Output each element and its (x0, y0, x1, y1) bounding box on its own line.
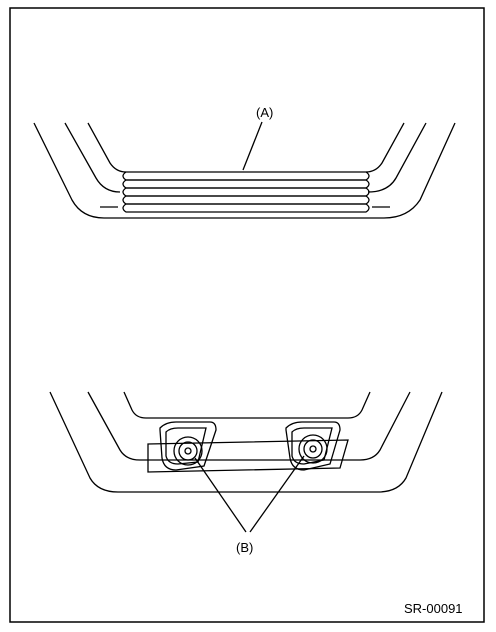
middle-wall-right (367, 122, 427, 193)
middle-wall (87, 391, 411, 461)
bottom-view (49, 391, 443, 533)
border (9, 7, 485, 623)
label-a: (A) (256, 105, 273, 120)
top-view (33, 121, 456, 219)
rail-bar (147, 439, 349, 473)
roller-left (173, 436, 203, 466)
outer-wall (49, 391, 443, 493)
inner-wall (123, 391, 371, 419)
middle-wall-left (64, 122, 121, 193)
inner-wall-right (365, 122, 405, 173)
figure-code: SR-00091 (404, 601, 463, 616)
bracket-right (285, 421, 341, 471)
label-b: (B) (236, 540, 253, 555)
band-stack (122, 171, 370, 213)
inner-wall-left (87, 122, 127, 173)
leader-b-left (194, 457, 247, 533)
bracket-left (159, 421, 217, 471)
leader-a (242, 121, 263, 171)
leader-b-right (249, 455, 305, 533)
outer-wall-left (33, 122, 456, 219)
roller-right (298, 434, 328, 464)
